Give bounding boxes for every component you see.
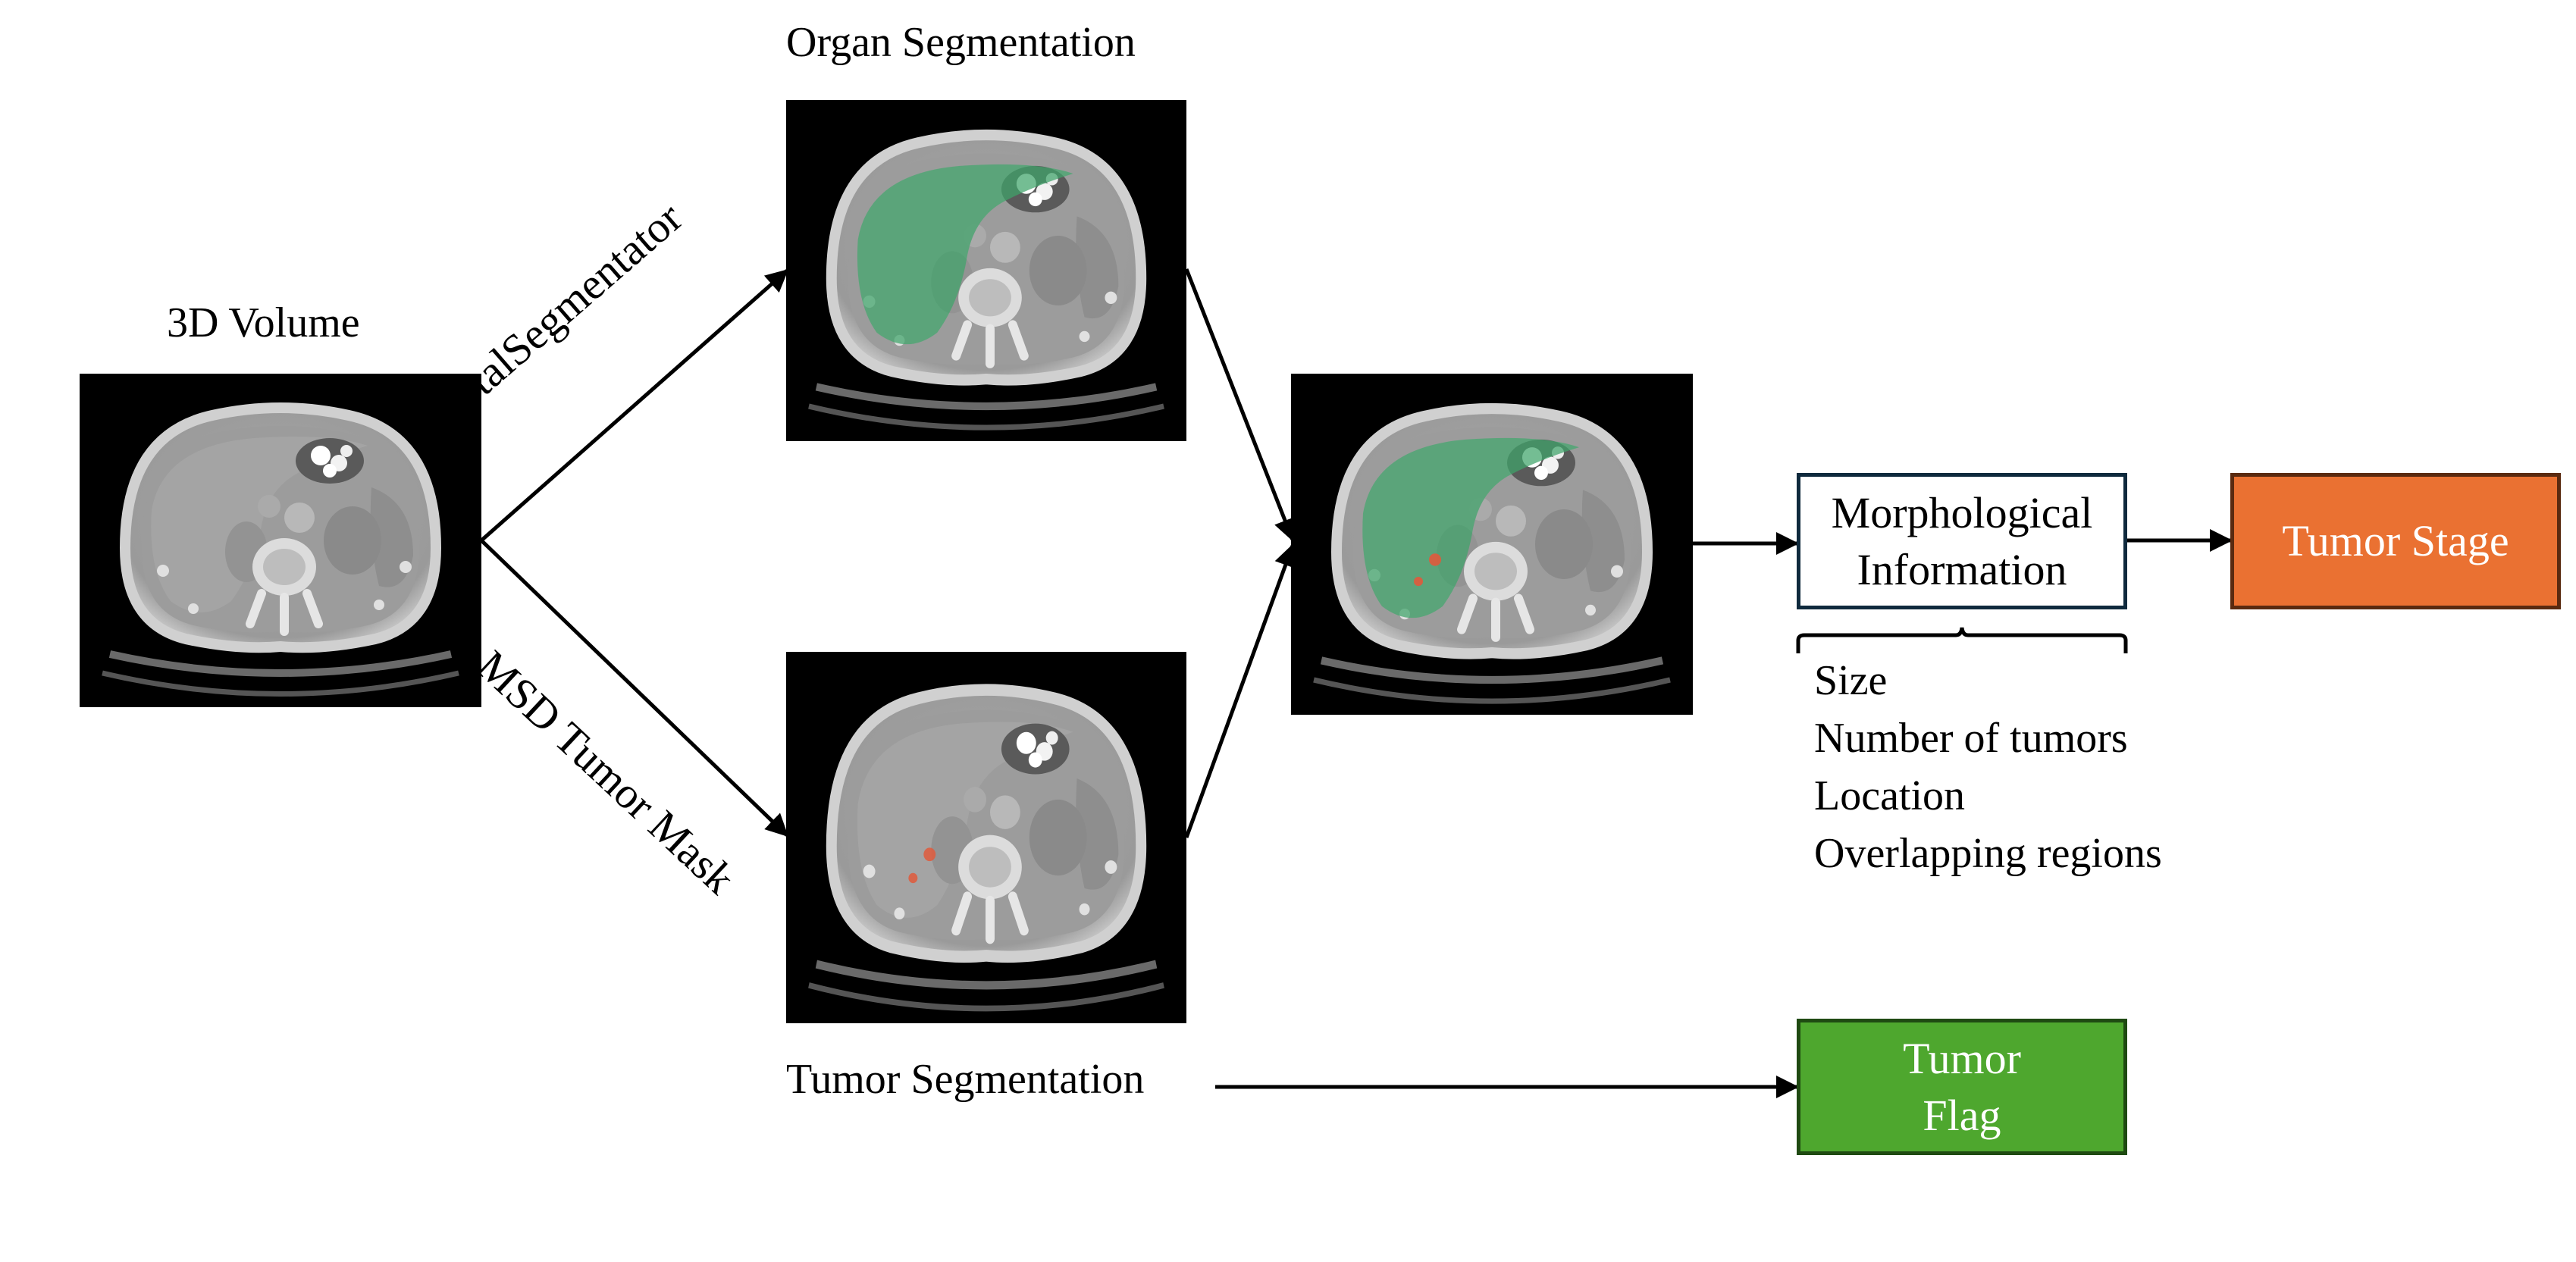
ct-merged-image [1291,374,1693,715]
tumor-stage-label: Tumor Stage [2282,516,2509,566]
tumor-flag-line-2: Flag [1923,1091,2001,1140]
feature-size: Size [1814,657,1888,704]
ct-organ-segmentation-image [786,100,1186,441]
volume-title: 3D Volume [167,299,360,346]
arrow-volume-to-tumor [480,539,789,838]
morph-line-2: Information [1857,545,2067,594]
feature-bracket [1796,627,2128,653]
arrow-organ-to-merged [1184,268,1296,542]
tumor-title: Tumor Segmentation [786,1056,1145,1103]
morph-line-1: Morphological [1831,487,2093,537]
feature-location: Location [1814,772,1966,819]
ct-tumor-segmentation-image [786,652,1186,1023]
tumor-stage-box: Tumor Stage [2230,473,2561,609]
arrow-tumor-to-merged [1184,543,1296,838]
morphological-information-box: Morphological Information [1797,473,2127,609]
feature-overlapping-regions: Overlapping regions [1814,830,2162,877]
ct-volume-image [80,374,481,707]
tumor-flag-box: Tumor Flag [1797,1019,2127,1155]
feature-number-of-tumors: Number of tumors [1814,715,2128,762]
tumor-flag-line-1: Tumor [1903,1033,2021,1083]
organ-title: Organ Segmentation [786,19,1136,66]
arrow-volume-to-organ [480,269,789,542]
